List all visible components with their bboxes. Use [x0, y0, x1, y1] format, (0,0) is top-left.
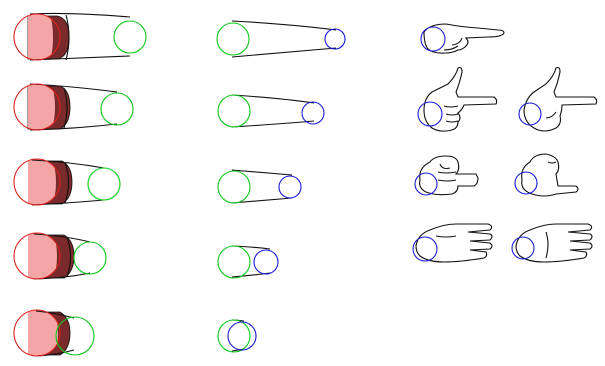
- tube-row-4: [14, 229, 106, 284]
- tube-row-1: [14, 10, 146, 64]
- hand-gun-icon: [424, 68, 497, 132]
- open-hand-icon: [516, 224, 592, 262]
- flat-hand-left: [413, 224, 492, 262]
- green-circle: [88, 168, 120, 200]
- taper-row-1: [217, 21, 345, 57]
- open-hand-icon: [416, 224, 492, 262]
- taper-outline: [232, 170, 292, 203]
- column-1-foreshortening-tubes: [14, 10, 146, 361]
- blue-circle: [254, 250, 278, 274]
- fist-hand-left: [415, 156, 478, 195]
- tube-row-5: [14, 306, 94, 361]
- flat-hand-right: [512, 224, 592, 262]
- hand-pointing-icon: [424, 24, 504, 53]
- tube-row-3: [14, 155, 120, 210]
- taper-row-3: [218, 170, 301, 203]
- fist-icon: [420, 156, 478, 195]
- pointing-hand-gun-right: [519, 68, 597, 132]
- pointing-hand-gun-left: [418, 68, 497, 132]
- blue-circle: [325, 29, 345, 49]
- hands-column: [413, 24, 597, 262]
- green-circle: [218, 246, 250, 278]
- green-circle: [218, 171, 250, 203]
- blue-circle: [228, 322, 256, 350]
- green-circle: [101, 93, 133, 125]
- green-circle: [114, 21, 146, 53]
- taper-row-4: [218, 246, 278, 278]
- tube-row-2: [14, 80, 133, 134]
- hand-gun-icon: [524, 68, 597, 132]
- fist-icon: [522, 154, 578, 196]
- green-circle: [217, 23, 249, 55]
- green-circle: [218, 95, 250, 127]
- taper-outline: [232, 21, 336, 57]
- fist-hand-right: [515, 154, 578, 196]
- taper-row-2: [218, 95, 324, 127]
- blue-circle: [279, 176, 301, 198]
- taper-row-5: [218, 320, 256, 352]
- pointing-hand-side-view: [421, 24, 504, 53]
- column-2-tapered-tubes: [217, 21, 345, 352]
- green-circle: [74, 242, 106, 274]
